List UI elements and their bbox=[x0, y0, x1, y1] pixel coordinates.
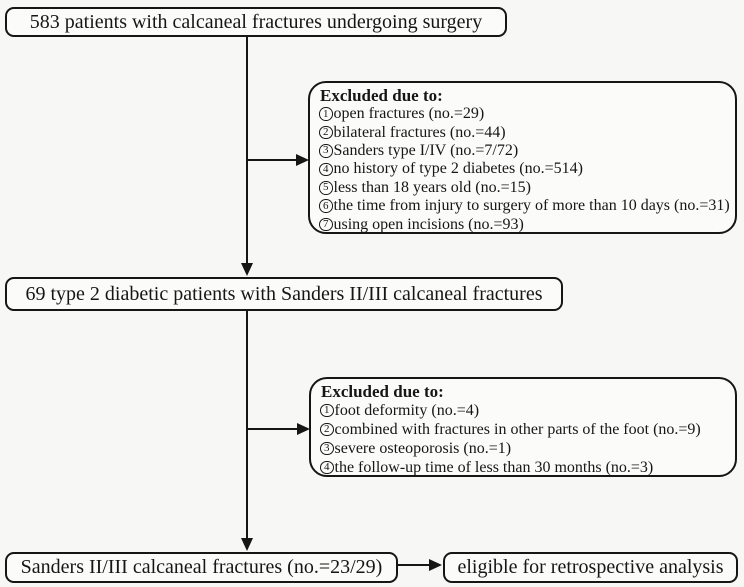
circled-number-icon: 6 bbox=[319, 199, 333, 213]
circled-number-icon: 1 bbox=[319, 107, 333, 121]
box-surgery-patients: 583 patients with calcaneal fractures un… bbox=[5, 7, 507, 37]
circled-number-icon: 3 bbox=[320, 441, 334, 456]
exclusion-1-item: 6 the time from injury to surgery of mor… bbox=[319, 197, 733, 215]
circled-number-icon: 5 bbox=[319, 181, 333, 195]
exclusion-1-item-text: less than 18 years old (no.=15) bbox=[333, 178, 531, 196]
arrowhead-right-icon bbox=[429, 558, 442, 571]
exclusion-1-item: 2 bilateral fractures (no.=44) bbox=[319, 123, 733, 141]
exclusion-2-item: 1 foot deformity (no.=4) bbox=[320, 401, 733, 420]
exclusion-1-heading: Excluded due to: bbox=[320, 85, 443, 105]
connector-top-to-middle bbox=[245, 37, 249, 263]
exclusion-2-item-text: foot deformity (no.=4) bbox=[334, 401, 480, 419]
circled-number-icon: 4 bbox=[320, 460, 334, 475]
exclusion-1-item: 4 no history of type 2 diabetes (no.=514… bbox=[319, 160, 733, 178]
box-exclusion-1: Excluded due to: 1 open fractures (no.=2… bbox=[308, 81, 737, 234]
exclusion-2-item-text: severe osteoporosis (no.=1) bbox=[334, 439, 512, 457]
exclusion-1-item-text: no history of type 2 diabetes (no.=514) bbox=[333, 160, 583, 178]
circled-number-icon: 7 bbox=[319, 217, 333, 232]
box-final-fractures: Sanders II/III calcaneal fractures (no.=… bbox=[5, 552, 398, 583]
arrowhead-right-icon bbox=[297, 422, 310, 435]
exclusion-2-item: 2 combined with fractures in other parts… bbox=[320, 420, 733, 439]
box-surgery-patients-label: 583 patients with calcaneal fractures un… bbox=[29, 10, 483, 33]
exclusion-1-item-text: using open incisions (no.=93) bbox=[333, 215, 524, 233]
exclusion-2-item-text: combined with fractures in other parts o… bbox=[334, 420, 701, 438]
circled-number-icon: 1 bbox=[320, 403, 334, 418]
connector-branch-exclusion-2 bbox=[246, 427, 297, 431]
connector-bottom-left-to-right bbox=[398, 563, 429, 567]
arrowhead-down-icon bbox=[240, 538, 253, 551]
exclusion-1-item: 1 open fractures (no.=29) bbox=[319, 105, 733, 123]
exclusion-2-item-text: the follow-up time of less than 30 month… bbox=[334, 458, 654, 476]
exclusion-1-item-text: open fractures (no.=29) bbox=[333, 105, 485, 123]
exclusion-1-item: 7 using open incisions (no.=93) bbox=[319, 215, 733, 233]
box-final-fractures-label: Sanders II/III calcaneal fractures (no.=… bbox=[20, 556, 383, 578]
connector-middle-to-bottom bbox=[245, 311, 249, 538]
exclusion-1-item-text: bilateral fractures (no.=44) bbox=[333, 123, 506, 141]
arrowhead-right-icon bbox=[296, 153, 309, 166]
exclusion-1-item-text: the time from injury to surgery of more … bbox=[333, 197, 730, 215]
arrowhead-down-icon bbox=[240, 263, 253, 276]
exclusion-2-item: 4 the follow-up time of less than 30 mon… bbox=[320, 458, 733, 477]
box-exclusion-2: Excluded due to: 1 foot deformity (no.=4… bbox=[309, 377, 737, 477]
connector-branch-exclusion-1 bbox=[246, 158, 296, 162]
exclusion-1-item-text: Sanders type I/IV (no.=7/72) bbox=[333, 141, 519, 159]
box-diabetic-patients-label: 69 type 2 diabetic patients with Sanders… bbox=[25, 282, 543, 305]
box-diabetic-patients: 69 type 2 diabetic patients with Sanders… bbox=[5, 277, 563, 311]
circled-number-icon: 4 bbox=[319, 162, 333, 177]
circled-number-icon: 2 bbox=[319, 125, 333, 140]
box-retrospective-analysis-label: eligible for retrospective analysis bbox=[457, 556, 724, 578]
circled-number-icon: 3 bbox=[319, 144, 333, 158]
box-retrospective-analysis: eligible for retrospective analysis bbox=[443, 552, 738, 583]
exclusion-2-heading: Excluded due to: bbox=[321, 381, 444, 401]
exclusion-1-item: 3 Sanders type I/IV (no.=7/72) bbox=[319, 142, 733, 160]
exclusion-1-item: 5 less than 18 years old (no.=15) bbox=[319, 179, 733, 197]
circled-number-icon: 2 bbox=[320, 422, 334, 437]
exclusion-2-item: 3 severe osteoporosis (no.=1) bbox=[320, 439, 733, 458]
